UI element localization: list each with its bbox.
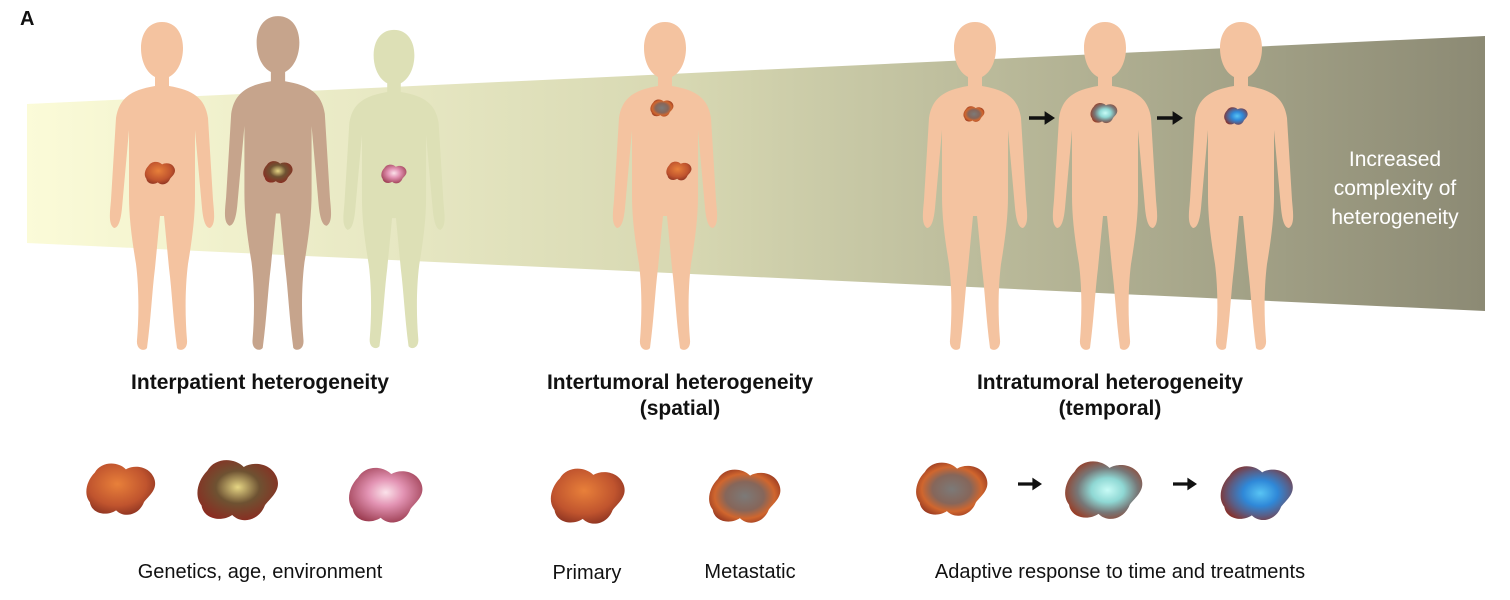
- tumor-interpatient-2: [197, 460, 278, 521]
- heading-line: Interpatient heterogeneity: [131, 371, 389, 394]
- gradient-label-line: complexity of: [1333, 177, 1457, 200]
- panel-label: A: [20, 8, 35, 30]
- caption-primary: Primary: [552, 562, 622, 584]
- heading-intertumoral: Intertumoral heterogeneity (spatial): [480, 370, 880, 422]
- heading-line: (temporal): [1058, 397, 1162, 420]
- tumor-interpatient-3: [349, 467, 423, 523]
- gradient-label: Increased complexity of heterogeneity: [1290, 145, 1500, 232]
- heading-line: (spatial): [639, 397, 721, 420]
- tumor-temporal-1: [916, 462, 988, 516]
- gradient-label-line: heterogeneity: [1331, 206, 1459, 229]
- heading-interpatient: Interpatient heterogeneity: [60, 370, 460, 396]
- tumor-metastatic: [709, 469, 781, 523]
- right-arrow-icon: [1173, 477, 1197, 491]
- tumor-interpatient-1: [86, 463, 156, 515]
- gradient-label-line: Increased: [1348, 148, 1442, 171]
- heading-intratumoral: Intratumoral heterogeneity (temporal): [910, 370, 1310, 422]
- right-arrow-icon: [1018, 477, 1042, 491]
- tumor-temporal-2: [1065, 461, 1143, 519]
- tumor-temporal-3: [1220, 466, 1293, 521]
- caption-interpatient: Genetics, age, environment: [137, 561, 383, 583]
- heading-line: Intertumoral heterogeneity: [546, 371, 814, 394]
- caption-intratumoral: Adaptive response to time and treatments: [934, 561, 1306, 583]
- caption-metastatic: Metastatic: [704, 561, 796, 583]
- heading-line: Intratumoral heterogeneity: [976, 371, 1244, 394]
- tumor-primary: [550, 468, 625, 524]
